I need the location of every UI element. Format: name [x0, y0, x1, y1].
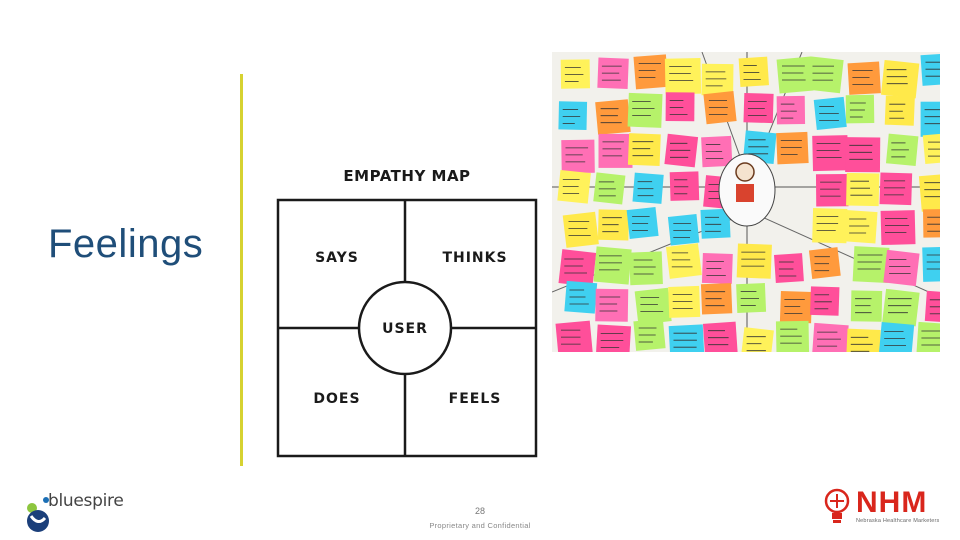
empathy-map-title: EMPATHY MAP: [343, 167, 471, 185]
sticky-note: [555, 320, 593, 352]
sticky-note: [846, 172, 880, 207]
sticky-note: [701, 63, 734, 96]
lightbulb-icon: [824, 488, 850, 523]
sticky-note: [811, 322, 849, 352]
sticky-note: [668, 324, 705, 352]
sticky-note: [846, 328, 881, 352]
sticky-note: [702, 321, 738, 352]
sticky-note: [633, 54, 669, 90]
sticky-note: [776, 95, 806, 125]
sticky-note: [561, 139, 595, 174]
sticky-note: [779, 290, 813, 324]
sticky-note: [667, 213, 700, 246]
sticky-note: [845, 94, 875, 124]
sticky-note: [879, 172, 913, 206]
bluespire-logo: bluespire: [24, 488, 134, 534]
sticky-note: [923, 209, 940, 238]
sticky-note: [665, 243, 702, 279]
sticky-note: [593, 172, 626, 205]
sticky-note: [810, 286, 840, 316]
sticky-note: [878, 322, 915, 352]
sticky-note: [884, 95, 915, 126]
bluespire-wordmark: bluespire: [48, 491, 124, 511]
page-number: 28: [474, 506, 485, 516]
sticky-note: [774, 253, 804, 284]
sticky-note: [595, 288, 629, 322]
sticky-note: [880, 210, 916, 246]
sticky-note: [593, 246, 632, 285]
bluespire-mark-icon: [27, 497, 49, 532]
sticky-note: [736, 283, 767, 313]
sticky-note: [922, 132, 940, 165]
sticky-note: [924, 290, 940, 323]
sticky-note: [844, 209, 878, 244]
sticky-note: [920, 101, 940, 137]
sticky-note: [847, 61, 881, 95]
sticky-note: [558, 101, 588, 130]
sticky-notes-illustration: [552, 52, 940, 352]
sticky-note: [808, 247, 841, 279]
nhm-logo: NHM Nebraska Healthcare Marketers: [818, 486, 946, 532]
sticky-note: [740, 327, 774, 352]
sticky-note: [916, 321, 940, 352]
sticky-note: [736, 243, 772, 279]
sticky-note: [845, 137, 881, 173]
center-user-label: USER: [382, 321, 428, 337]
sticky-note: [595, 99, 631, 135]
sticky-note: [627, 92, 663, 128]
sticky-note: [595, 324, 632, 352]
user-sketch-body: [736, 184, 754, 202]
sticky-note: [668, 285, 701, 318]
empathy-map-diagram: SAYS THINKS DOES FEELS USER: [276, 198, 538, 458]
vertical-divider: [240, 74, 243, 466]
sticky-note: [632, 172, 664, 204]
sticky-note: [738, 56, 769, 87]
footer-confidential: Proprietary and Confidential: [429, 521, 531, 530]
sticky-note: [598, 133, 633, 168]
quadrant-thinks: THINKS: [442, 250, 507, 266]
sticky-note: [922, 246, 940, 282]
quadrant-does: DOES: [313, 391, 360, 407]
slide-title: Feelings: [48, 222, 204, 266]
sticky-note: [776, 131, 809, 165]
sticky-note: [626, 207, 659, 239]
sticky-note: [665, 92, 695, 122]
user-sketch-head: [735, 162, 755, 182]
quadrant-says: SAYS: [315, 250, 359, 266]
sticky-note: [558, 249, 597, 287]
nhm-tagline: Nebraska Healthcare Marketers: [856, 518, 940, 524]
sticky-note: [634, 287, 672, 325]
sticky-note: [629, 251, 663, 286]
sticky-note: [812, 135, 849, 172]
sticky-note: [882, 288, 920, 327]
sticky-notes-photo: [552, 52, 940, 352]
nhm-wordmark: NHM: [856, 486, 928, 519]
sticky-note: [880, 59, 920, 99]
sticky-note: [627, 133, 661, 166]
quadrant-feels: FEELS: [449, 391, 502, 407]
user-circle: [357, 280, 453, 376]
sticky-note: [562, 211, 599, 248]
sticky-note: [806, 56, 844, 94]
sticky-note: [918, 173, 940, 212]
sticky-note: [664, 58, 702, 95]
sticky-note: [883, 249, 920, 287]
sticky-note: [560, 59, 590, 89]
sticky-note: [815, 173, 849, 207]
sticky-note: [669, 171, 700, 201]
sticky-note: [812, 208, 848, 244]
